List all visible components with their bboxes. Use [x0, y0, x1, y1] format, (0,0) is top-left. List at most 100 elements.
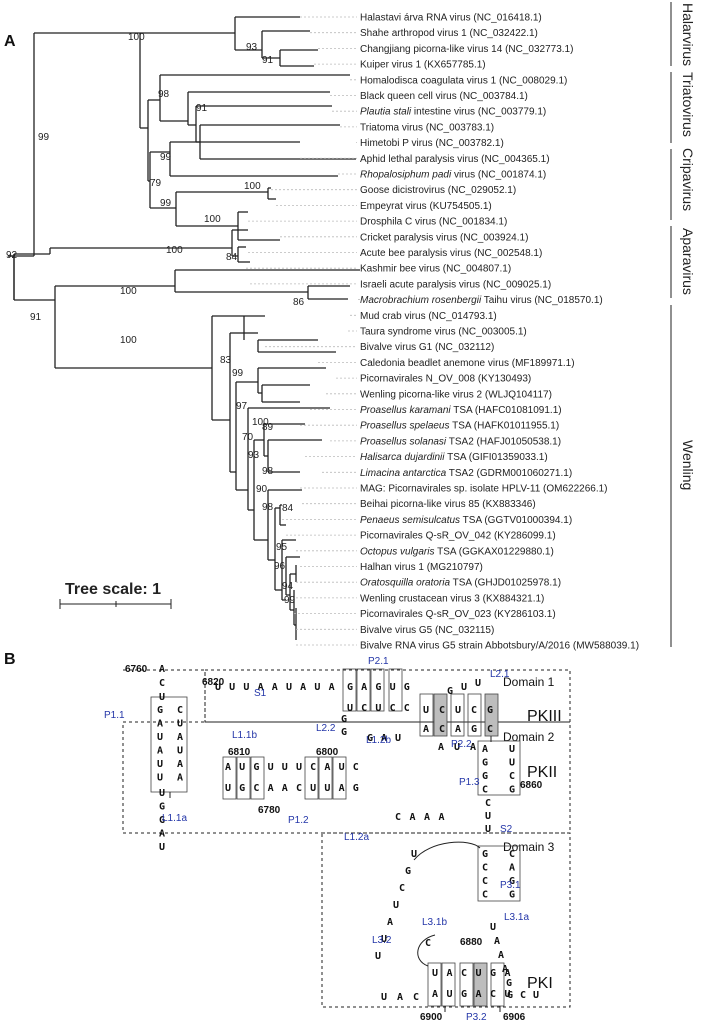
pseudoknot-pki: PKI	[527, 975, 553, 992]
leaf-name: Mud crab virus (NC_014793.1)	[360, 311, 497, 322]
tree-leaf: Goose dicistrovirus (NC_029052.1)	[360, 185, 516, 196]
nucleotide-pk1_bot: G	[461, 989, 467, 1000]
nucleotide-p12_top: U	[239, 762, 245, 773]
bootstrap-value: 94	[282, 581, 294, 592]
nucleotide-p22_top: G	[487, 705, 493, 716]
nucleotide-p22_top: U	[423, 705, 429, 716]
p13-box	[477, 740, 521, 796]
nucleotide-s2: C	[485, 798, 491, 809]
nucleotide-p31_right: G	[509, 876, 515, 887]
nucleotide-p22_bot: G	[471, 724, 477, 735]
tree-leaf: Picornavirales N_OV_008 (KY130493)	[360, 374, 531, 385]
bootstrap-value: 89	[262, 422, 274, 433]
helix-label: L1.1a	[162, 813, 187, 824]
nucleotide-pk1_top: G	[490, 968, 496, 979]
nucleotide-l31: G	[506, 978, 512, 989]
nucleotide-p12_bot: A	[339, 783, 345, 794]
tree-leaf: Macrobrachium rosenbergii Taihu virus (N…	[360, 295, 603, 306]
nucleotide-p12_bot: U	[310, 783, 316, 794]
nucleotide-p12_top: C	[310, 762, 316, 773]
nucleotide-p22_top: U	[455, 705, 461, 716]
helix-label: P1.3	[459, 777, 480, 788]
tree-leaf: Caledonia beadlet anemone virus (MF18997…	[360, 358, 575, 369]
leaf-name: Black queen cell virus (NC_003784.1)	[360, 91, 528, 102]
nucleotide-pk1_bot: A	[475, 989, 481, 1000]
leaf-italic-part: Macrobrachium rosenbergii	[360, 295, 482, 306]
domain-2-label: Domain 2	[503, 730, 555, 744]
nucleotide-pk1_bot: U	[446, 989, 452, 1000]
nucleotide-pk1_bot: A	[432, 989, 438, 1000]
nucleotide-p11_left: U	[157, 732, 163, 743]
bootstrap-value: 93	[246, 42, 258, 53]
domain-1-box-left	[123, 669, 206, 722]
nucleotide-p13_right: U	[509, 744, 515, 755]
bootstrap-value: 98	[158, 89, 170, 100]
nucleotide-lower_left: U	[159, 842, 165, 853]
nucleotide-p12_bot: A	[282, 783, 288, 794]
nucleotide-p21_top: U	[390, 682, 396, 693]
leaf-name: virus (NC_001874.1)	[451, 170, 546, 181]
nucleotide-p31_right: A	[509, 863, 515, 874]
rna-connectors	[169, 736, 501, 1012]
leaf-name: Homalodisca coagulata virus 1 (NC_008029…	[360, 75, 567, 86]
helix-label: P1.1	[104, 710, 125, 721]
nucleotide-p11_left: A	[157, 719, 163, 730]
nucleotide-uac: U	[381, 992, 387, 1003]
leaf-name: TSA2 (GDRM001060271.1)	[446, 468, 572, 479]
tree-leaf: Kashmir bee virus (NC_004807.1)	[360, 264, 511, 275]
tree-leaf: Drosphila C virus (NC_001834.1)	[360, 217, 507, 228]
nucleotide-gau: G	[367, 733, 373, 744]
nucleotide-l32: U	[381, 934, 387, 945]
tree-leaf: Oratosquilla oratoria TSA (GHJD01025978.…	[360, 578, 561, 589]
nucleotide-p12_top: A	[225, 762, 231, 773]
bootstrap-value: 83	[220, 355, 232, 366]
p21-box-2	[356, 668, 371, 712]
p32-box-3	[459, 962, 474, 1007]
p22-box-1	[419, 693, 434, 737]
nucleotide-s1_loop: U	[215, 682, 221, 693]
nucleotide-p11_right: U	[177, 719, 183, 730]
helix-label: L1.1b	[232, 730, 257, 741]
nucleotide-l31: A	[502, 964, 508, 975]
nucleotide-l21: U	[475, 678, 481, 689]
position-number: 6900	[420, 1012, 443, 1023]
nucleotide-p21_bot: U	[375, 703, 381, 714]
bootstrap-value: 100	[166, 245, 183, 256]
nucleotide-p11_left: U	[157, 773, 163, 784]
bootstrap-value: 92	[6, 250, 18, 261]
leaf-name: Bivalve virus G1 (NC_032112)	[360, 342, 494, 353]
bootstrap-value: 86	[293, 297, 305, 308]
leaf-name: Himetobi P virus (NC_003782.1)	[360, 138, 504, 149]
family-label-triatovirus: Triatovirus	[680, 72, 696, 137]
nucleotide-l31: U	[490, 922, 496, 933]
nucleotide-caaa: A	[424, 812, 430, 823]
family-label-aparavirus: Aparavirus	[680, 228, 696, 295]
nucleotide-p21_bot: C	[404, 703, 410, 714]
nucleotide-strand_top: U	[159, 692, 165, 703]
tree-leaf: Shahe arthropod virus 1 (NC_032422.1)	[360, 28, 538, 39]
leaf-name: Shahe arthropod virus 1 (NC_032422.1)	[360, 28, 538, 39]
leaf-name: TSA (HAFK01011955.1)	[450, 421, 560, 432]
nucleotide-s2: U	[485, 824, 491, 835]
nucleotide-p12_top: U	[339, 762, 345, 773]
p32-box-4	[473, 962, 488, 1007]
pseudoknot-pkiii: PKIII	[527, 708, 562, 725]
nucleotide-p12_top: U	[296, 762, 302, 773]
nucleotide-strand_top: A	[159, 664, 165, 675]
position-number: 6860	[520, 780, 543, 791]
tree-leaf: Halisarca dujardinii TSA (GIFI01359033.1…	[360, 452, 548, 463]
domain-boxes	[122, 669, 571, 1008]
nucleotide-caaa: A	[438, 812, 444, 823]
helix-boxes	[150, 668, 521, 1007]
tree-scale-label: Tree scale: 1	[65, 581, 161, 598]
nucleotide-s1_loop: A	[300, 682, 306, 693]
nucleotide-lower_left: A	[159, 829, 165, 840]
leaf-italic-part: Oratosquilla oratoria	[360, 578, 450, 589]
nucleotide-p11_left: G	[157, 705, 163, 716]
tree-leaf: Aphid lethal paralysis virus (NC_004365.…	[360, 154, 550, 165]
p12-box-3	[250, 756, 265, 800]
nucleotide-l32: U	[375, 951, 381, 962]
helix-label: S2	[500, 824, 513, 835]
